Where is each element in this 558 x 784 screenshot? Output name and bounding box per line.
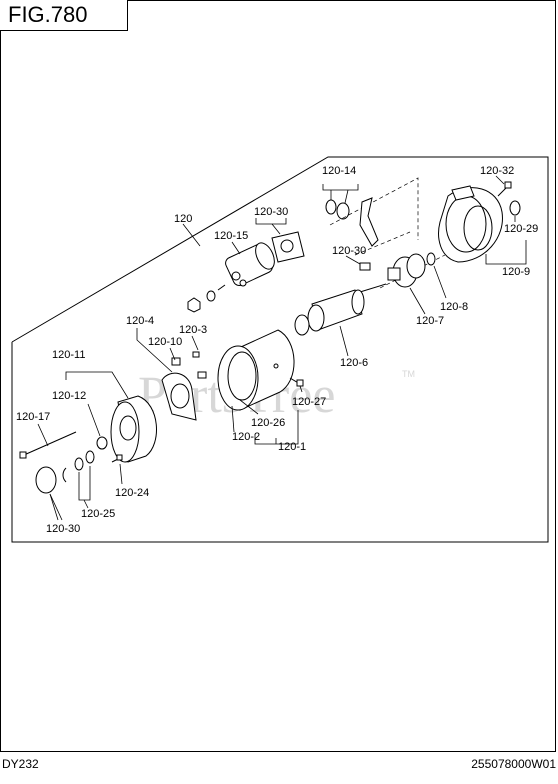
watermark-tm: TM bbox=[402, 369, 415, 379]
callout-120-3: 120-3 bbox=[179, 324, 207, 336]
leader-lines bbox=[37, 175, 527, 521]
bushing-part bbox=[509, 200, 521, 216]
callout-120: 120 bbox=[174, 213, 192, 225]
callout-120-8: 120-8 bbox=[440, 301, 468, 313]
callout-120-9: 120-9 bbox=[502, 266, 530, 278]
callout-120-11: 120-11 bbox=[52, 349, 85, 361]
washer-parts bbox=[62, 450, 95, 483]
callout-120-32: 120-32 bbox=[480, 165, 514, 177]
spacer-part bbox=[359, 262, 371, 271]
pinion-part bbox=[387, 253, 426, 288]
end-bushing-part bbox=[96, 436, 108, 450]
assembly-boundary bbox=[11, 156, 549, 543]
callout-120-30-bottom: 120-30 bbox=[46, 523, 80, 535]
ring-part bbox=[426, 252, 436, 266]
callout-120-6: 120-6 bbox=[340, 357, 368, 369]
figure-title: FIG.780 bbox=[0, 0, 128, 31]
leader-120 bbox=[182, 223, 201, 247]
lever-part bbox=[325, 197, 379, 247]
callout-120-15: 120-15 bbox=[214, 230, 248, 242]
plate-part bbox=[271, 231, 305, 263]
callout-120-25: 120-25 bbox=[81, 508, 115, 520]
callout-120-14: 120-14 bbox=[322, 165, 356, 177]
through-bolt-part bbox=[19, 431, 77, 459]
armature-part bbox=[294, 283, 387, 336]
callout-120-26: 120-26 bbox=[251, 417, 285, 429]
callout-120-30-top: 120-30 bbox=[254, 206, 288, 218]
cover-screw-part bbox=[111, 454, 123, 463]
callout-120-24: 120-24 bbox=[115, 487, 149, 499]
end-cap-part bbox=[35, 466, 57, 494]
bolt-part bbox=[497, 181, 512, 197]
parts-diagram: PartsTree TM bbox=[11, 156, 549, 543]
callout-120-12: 120-12 bbox=[52, 390, 86, 402]
end-cover-part bbox=[110, 395, 157, 463]
yoke-part bbox=[217, 329, 295, 411]
drive-housing-part bbox=[438, 185, 503, 263]
drawing-frame bbox=[0, 0, 556, 752]
nut-parts bbox=[187, 290, 216, 313]
solenoid-part bbox=[217, 242, 275, 291]
callout-120-2: 120-2 bbox=[232, 431, 260, 443]
model-number: DY232 bbox=[2, 757, 39, 771]
brush-holder-part bbox=[161, 351, 207, 421]
callout-120-27: 120-27 bbox=[292, 396, 326, 408]
callout-120-29: 120-29 bbox=[504, 223, 538, 235]
callout-120-30-mid: 120-30 bbox=[332, 245, 366, 257]
callout-120-10: 120-10 bbox=[148, 336, 182, 348]
callout-120-7: 120-7 bbox=[416, 315, 444, 327]
callout-120-4: 120-4 bbox=[126, 315, 154, 327]
drawing-code: 255078000W01 bbox=[471, 757, 556, 771]
callout-120-1: 120-1 bbox=[278, 441, 306, 453]
callout-120-17: 120-17 bbox=[16, 411, 50, 423]
